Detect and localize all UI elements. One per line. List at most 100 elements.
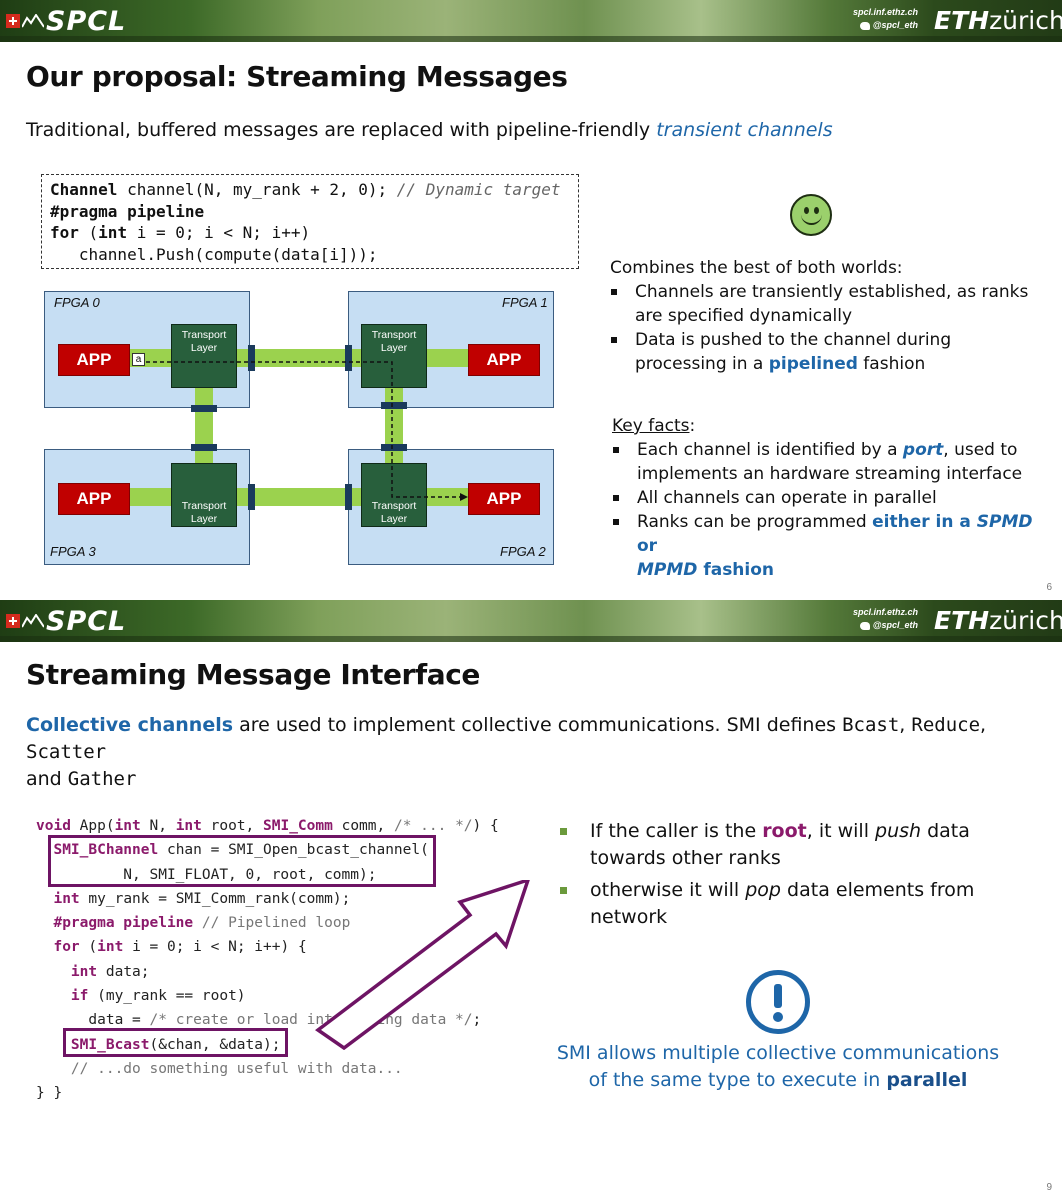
code-text: channel(N, my_rank + 2, 0);: [117, 180, 397, 199]
app-box-fpga1: APP: [468, 344, 540, 376]
fpga-0-label: FPGA 0: [54, 295, 100, 310]
bullet-highlight: fashion: [697, 560, 775, 580]
mountains-icon: [22, 14, 44, 28]
subtitle-text: Traditional, buffered messages are repla…: [26, 119, 657, 141]
app-box-fpga3: APP: [58, 483, 130, 515]
fpga-2-label: FPGA 2: [500, 544, 546, 559]
spcl-logo-text: SPCL: [46, 5, 127, 37]
app-box-fpga0: APP: [58, 344, 130, 376]
mountains-icon: [22, 614, 44, 628]
bullet-item: Channels are transiently established, as…: [611, 280, 1035, 328]
connector: [345, 484, 352, 510]
combines-heading: Combines the best of both worlds:: [610, 258, 903, 278]
bullet-square-icon: [613, 495, 619, 501]
eth-logo: ETHzürich: [934, 6, 1062, 35]
note-text: SMI allows multiple collective communica…: [556, 1042, 1000, 1091]
fpga-1-label: FPGA 1: [502, 295, 548, 310]
transport-label-1: Transport: [371, 500, 417, 512]
code-line: if (my_rank == root): [70, 988, 246, 1005]
swiss-cross-icon: [6, 614, 20, 628]
eth-logo-bold: ETH: [934, 6, 990, 35]
code-line: #pragma pipeline // Pipelined loop: [53, 915, 351, 932]
smiley-mouth: [801, 212, 822, 225]
highlight-arrow-icon: [315, 880, 530, 1050]
eth-logo-rest: zürich: [989, 6, 1062, 35]
code-keyword: Channel: [50, 180, 118, 199]
transport-label-2: Layer: [190, 513, 218, 525]
exclamation-bar: [774, 984, 782, 1008]
contact-twitter: @spcl_eth: [848, 619, 918, 632]
slide-subtitle: Traditional, buffered messages are repla…: [26, 119, 833, 141]
highlight-open-channel: [48, 835, 436, 887]
page-number: 6: [1046, 582, 1052, 593]
intro-code-gather: Gather: [67, 768, 137, 790]
code-line: // ...do something useful with data...: [70, 1060, 403, 1077]
header-banner: SPCL spcl.inf.ethz.ch @spcl_eth ETHzüric…: [0, 0, 1062, 42]
bullet-text: otherwise it will: [590, 879, 746, 901]
transport-label-1: Transport: [371, 329, 417, 341]
code-pragma: #pragma pipeline: [50, 201, 205, 221]
banner-contact: spcl.inf.ethz.ch @spcl_eth: [848, 606, 918, 632]
key-facts-text: Key facts: [612, 416, 690, 436]
connector: [381, 402, 407, 409]
connector: [248, 345, 255, 371]
fpga-diagram: FPGA 0 FPGA 1 FPGA 3 FPGA 2 APP APP APP …: [40, 288, 560, 570]
code-text: channel.Push(compute(data[i]));: [50, 244, 378, 264]
code-line: void App(int N, int root, SMI_Comm comm,…: [36, 818, 499, 834]
intro-highlight: Collective channels: [26, 714, 234, 736]
code-line: int my_rank = SMI_Comm_rank(comm);: [53, 890, 351, 907]
swiss-cross-icon: [6, 14, 20, 28]
bullet-square-icon: [613, 519, 619, 525]
bullet-emphasis: pop: [745, 879, 781, 901]
bullet-highlight: MPMD: [637, 560, 698, 580]
twitter-handle: @spcl_eth: [872, 20, 918, 30]
connector: [381, 444, 407, 451]
transport-label-2: Layer: [190, 342, 218, 354]
parallel-note: SMI allows multiple collective communica…: [548, 1040, 1008, 1094]
bullet-text: , it will: [806, 820, 876, 842]
key-facts-colon: :: [689, 416, 696, 436]
intro-code-reduce: Reduce: [911, 714, 981, 736]
bullet-text: All channels can operate in parallel: [637, 488, 937, 508]
connector: [345, 345, 352, 371]
highlight-bcast-call: [63, 1028, 288, 1057]
intro-sep: ,: [899, 714, 912, 736]
subtitle-highlight: transient channels: [656, 119, 833, 141]
eth-logo: ETHzürich: [934, 606, 1062, 635]
code-keyword: int: [98, 223, 128, 242]
code-line: int data;: [70, 963, 150, 980]
page-title: Our proposal: Streaming Messages: [26, 60, 568, 93]
code-text: (: [78, 223, 99, 242]
app-box-fpga2: APP: [468, 483, 540, 515]
bullet-highlight: root: [762, 820, 807, 842]
contact-url: spcl.inf.ethz.ch: [852, 607, 918, 617]
intro-text: Collective channels are used to implemen…: [26, 712, 1036, 793]
bullet-text: , used to implements an hardware streami…: [637, 440, 1023, 484]
intro-code-bcast: Bcast: [842, 714, 900, 736]
bullet-text: Each channel is identified by a: [637, 440, 903, 460]
smi-code-listing: void App(int N, int root, SMI_Comm comm,…: [36, 814, 499, 1106]
page-number: 9: [1046, 1182, 1052, 1193]
code-line: SMI_BChannel chan = SMI_Open_bcast_chann…: [53, 842, 429, 859]
twitter-icon: [859, 21, 870, 30]
bullet-emphasis: push: [875, 820, 922, 842]
bullet-highlight: either in a: [872, 512, 977, 532]
header-banner: SPCL spcl.inf.ethz.ch @spcl_eth ETHzüric…: [0, 600, 1062, 642]
intro-sep: ,: [980, 714, 987, 736]
smiley-eye-right: [814, 207, 819, 214]
exclamation-dot: [773, 1012, 783, 1022]
intro-and: and: [26, 768, 68, 790]
bullet-item: Ranks can be programmed either in a SPMD…: [613, 510, 1037, 582]
bullet-item: Data is pushed to the channel during pro…: [611, 328, 1015, 376]
bullet-item: If the caller is the root, it will push …: [560, 818, 1010, 872]
bullet-text: data elements from network: [590, 879, 975, 928]
code-line: for (int i = 0; i < N; i++) {: [53, 939, 307, 956]
code-snippet: Channel channel(N, my_rank + 2, 0); // D…: [41, 174, 579, 269]
transport-label-2: Layer: [380, 342, 408, 354]
bullet-text: data towards other ranks: [590, 820, 970, 869]
connector: [191, 405, 217, 412]
bullet-square-icon: [611, 289, 617, 295]
